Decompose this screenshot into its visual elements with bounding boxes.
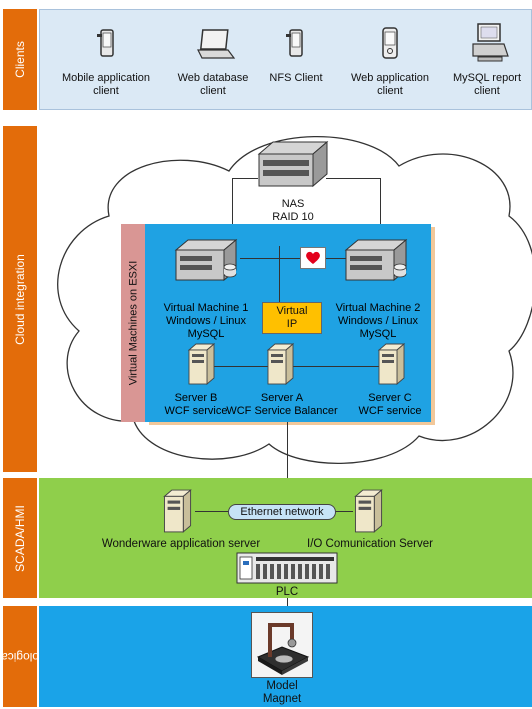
desktop-computer-icon bbox=[472, 23, 509, 62]
scada-layer-label: SCADA/HMI bbox=[3, 478, 37, 598]
vip-link-vertical bbox=[279, 246, 280, 304]
server-b-icon bbox=[187, 343, 216, 385]
nas-server-icon bbox=[257, 140, 329, 188]
tech-layer-text: Technological layer bbox=[0, 650, 72, 664]
client-nfs-label: NFS Client bbox=[269, 72, 323, 84]
wonderware-server-icon bbox=[163, 489, 192, 533]
esxi-label: Virtual Machines on ESXI bbox=[127, 260, 139, 386]
nas-link-left-vertical bbox=[232, 178, 233, 244]
clients-band bbox=[39, 9, 532, 110]
nas-link-left-horizontal bbox=[232, 178, 258, 179]
pda-icon bbox=[382, 27, 398, 59]
plc-label: PLC bbox=[275, 586, 299, 598]
vm2-server-icon bbox=[344, 238, 408, 282]
heart-icon bbox=[306, 251, 320, 264]
nas-link-right-vertical bbox=[380, 178, 381, 244]
mobile-phone-icon bbox=[286, 29, 303, 57]
server-c-icon bbox=[377, 343, 406, 385]
model-magnet-image bbox=[251, 612, 313, 678]
plc-to-model-line bbox=[287, 598, 288, 612]
scada-layer-text: SCADA/HMI bbox=[12, 504, 27, 572]
trunk-line bbox=[287, 422, 288, 514]
plc-icon bbox=[236, 552, 338, 584]
vm-bus-horizontal bbox=[204, 366, 394, 367]
cloud-layer-text: Cloud integration bbox=[12, 253, 27, 345]
wonderware-label: Wonderware application server bbox=[101, 538, 261, 550]
magnet-model-icon bbox=[256, 623, 310, 675]
io-server-label: I/O Comunication Server bbox=[307, 538, 433, 550]
io-server-icon bbox=[354, 489, 383, 533]
vm1-server-icon bbox=[174, 238, 238, 282]
nas-link-right-horizontal bbox=[326, 178, 380, 179]
heartbeat-box bbox=[300, 247, 326, 269]
clients-layer-label: Clients bbox=[3, 9, 37, 110]
laptop-icon bbox=[197, 29, 236, 59]
mobile-phone-icon bbox=[97, 29, 114, 57]
ethernet-network: Ethernet network bbox=[228, 504, 336, 520]
tech-layer-label: Technological layer bbox=[0, 606, 72, 707]
clients-layer-text: Clients bbox=[12, 41, 27, 78]
cloud-layer-label: Cloud integration bbox=[3, 126, 37, 472]
esxi-strip: Virtual Machines on ESXI bbox=[121, 224, 145, 422]
server-a-icon bbox=[266, 343, 295, 385]
